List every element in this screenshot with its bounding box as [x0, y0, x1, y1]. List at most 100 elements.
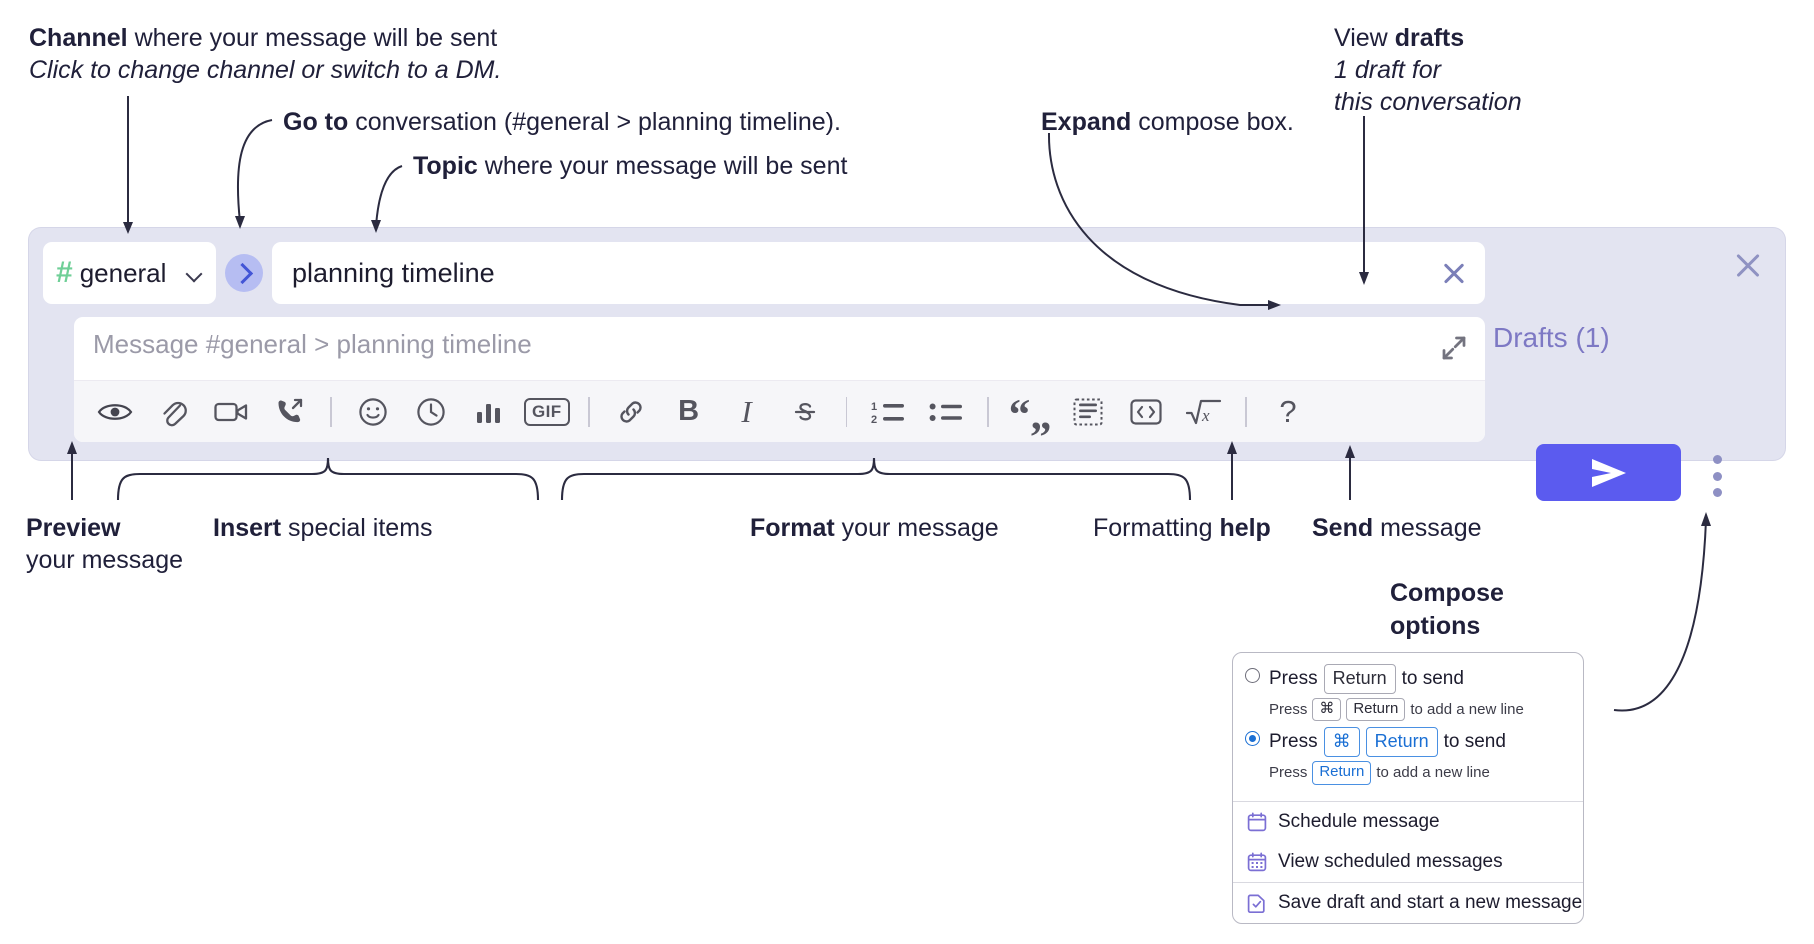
italic-icon[interactable]: I	[718, 384, 776, 440]
send-option-cmd-return[interactable]: Press ⌘ Return to send Press Return to a…	[1245, 727, 1571, 790]
annotation-compose-options-bold1: Compose	[1390, 579, 1504, 607]
leader-goto	[236, 119, 273, 223]
send-option-cmd-return-main: Press ⌘ Return to send	[1269, 727, 1506, 757]
annotation-drafts-line2: 1 draft for	[1334, 56, 1441, 84]
annotation-channel-italic: Click to change channel or switch to a D…	[29, 56, 502, 84]
divider-5	[1245, 396, 1247, 427]
save-draft-icon	[1247, 894, 1265, 914]
calendar-grid-icon	[1247, 852, 1267, 872]
expand-icon[interactable]	[1439, 333, 1469, 363]
send-option-return-main: Press Return to send	[1269, 664, 1524, 694]
compose-header: # general	[43, 242, 1485, 304]
annotation-expand: Expand compose box.	[1041, 106, 1294, 138]
opt1-prefix: Press	[1269, 667, 1318, 689]
poll-icon[interactable]	[460, 384, 518, 440]
divider-2	[587, 396, 590, 427]
annotation-expand-bold: Expand	[1041, 108, 1132, 136]
annotation-send-rest: message	[1373, 514, 1482, 542]
send-option-return-sub: Press ⌘ Return to add a new line	[1269, 697, 1524, 722]
send-button[interactable]	[1536, 444, 1681, 501]
annotation-goto-bold: Go to	[283, 108, 349, 136]
audio-clip-icon[interactable]	[260, 384, 318, 440]
radio-cmd-return[interactable]	[1245, 731, 1260, 747]
annotation-preview: Preview your message	[26, 512, 183, 576]
clear-topic-icon[interactable]	[1441, 260, 1467, 286]
menu-item-schedule-message[interactable]: Schedule message	[1233, 802, 1583, 842]
preview-icon[interactable]	[86, 384, 144, 440]
annotation-preview-line2: your message	[26, 546, 184, 574]
annotation-drafts-line3: this conversation	[1334, 88, 1522, 116]
kebab-dot-1	[1712, 455, 1722, 464]
key-return-3: Return	[1365, 727, 1438, 757]
key-return: Return	[1323, 664, 1396, 694]
format-toolbar: GIF B I	[74, 380, 1485, 442]
formatting-help-icon[interactable]: ?	[1259, 384, 1317, 440]
math-icon[interactable]: x	[1175, 384, 1233, 440]
message-input[interactable]: Message #general > planning timeline	[93, 329, 532, 359]
close-icon[interactable]	[1733, 250, 1763, 280]
annotation-drafts-regular: View	[1334, 24, 1395, 52]
menu-item-view-scheduled[interactable]: View scheduled messages	[1233, 842, 1583, 882]
annotation-topic-rest: where your message will be sent	[477, 152, 848, 180]
topic-field[interactable]	[272, 242, 1485, 304]
channel-name: general	[79, 257, 167, 288]
menu-item-schedule-message-label: Schedule message	[1278, 810, 1440, 832]
menu-item-save-draft[interactable]: Save draft and start a new message	[1233, 883, 1583, 923]
goto-conversation-button[interactable]	[225, 254, 263, 292]
calendar-clock-icon	[1247, 812, 1267, 832]
message-body: Message #general > planning timeline	[74, 317, 1485, 442]
annotation-expand-rest: compose box.	[1131, 108, 1294, 136]
brace-insert	[116, 457, 540, 501]
divider-4	[987, 396, 990, 427]
video-clip-icon[interactable]	[202, 384, 260, 440]
reminder-icon[interactable]	[402, 384, 460, 440]
gif-label: GIF	[524, 397, 570, 426]
attachment-icon[interactable]	[144, 384, 202, 440]
send-option-cmd-return-sub: Press Return to add a new line	[1269, 760, 1506, 785]
leader-topic	[375, 165, 403, 227]
send-option-return[interactable]: Press Return to send Press ⌘ Return to a…	[1245, 664, 1571, 727]
code-block-icon[interactable]	[1059, 384, 1117, 440]
annotation-drafts: View drafts 1 draft for this conversatio…	[1334, 22, 1522, 118]
inline-code-icon[interactable]	[1117, 384, 1175, 440]
annotation-format-rest: your message	[834, 514, 999, 542]
annotation-send-bold: Send	[1312, 514, 1374, 542]
compose-options-button[interactable]	[1706, 455, 1728, 497]
channel-selector[interactable]: # general	[43, 242, 216, 304]
kebab-dot-2	[1712, 471, 1722, 481]
divider-3	[845, 396, 848, 427]
key-cmd: ⌘	[1312, 697, 1342, 722]
annotation-insert-rest: special items	[281, 514, 433, 542]
key-return-4: Return	[1312, 760, 1372, 785]
topic-input[interactable]	[290, 256, 1431, 290]
gif-icon[interactable]: GIF	[518, 384, 576, 440]
kebab-dot-3	[1712, 488, 1722, 497]
compose-panel: # general Message #general > planning ti…	[29, 228, 1785, 460]
annotation-topic-bold: Topic	[413, 152, 478, 180]
link-icon[interactable]	[602, 384, 660, 440]
svg-text:2: 2	[871, 414, 877, 426]
annotation-preview-bold: Preview	[26, 514, 121, 542]
help-label: ?	[1279, 393, 1297, 429]
drafts-link[interactable]: Drafts (1)	[1493, 322, 1610, 353]
bulleted-list-icon[interactable]	[917, 384, 975, 440]
blockquote-icon[interactable]: “„	[1001, 384, 1059, 440]
send-icon	[1591, 458, 1626, 487]
strikethrough-icon[interactable]	[776, 384, 834, 440]
annotation-compose-options-bold2: options	[1390, 611, 1481, 640]
bold-icon[interactable]: B	[660, 384, 718, 440]
radio-return[interactable]	[1245, 668, 1260, 683]
emoji-icon[interactable]	[344, 384, 402, 440]
opt2-sub-suffix: to add a new line	[1376, 764, 1490, 782]
annotation-format: Format your message	[750, 512, 999, 544]
annotation-insert-bold: Insert	[213, 514, 282, 542]
annotation-drafts-bold: drafts	[1394, 24, 1465, 52]
opt1-suffix: to send	[1401, 667, 1464, 689]
menu-item-view-scheduled-label: View scheduled messages	[1278, 850, 1503, 872]
opt2-sub-prefix: Press	[1269, 764, 1308, 782]
annotation-topic: Topic where your message will be sent	[413, 150, 847, 182]
annotation-channel-rest: where your message will be sent	[127, 24, 498, 52]
svg-text:x: x	[1201, 406, 1210, 425]
send-shortcut-options: Press Return to send Press ⌘ Return to a…	[1233, 653, 1583, 801]
ordered-list-icon[interactable]: 1 2	[859, 384, 917, 440]
